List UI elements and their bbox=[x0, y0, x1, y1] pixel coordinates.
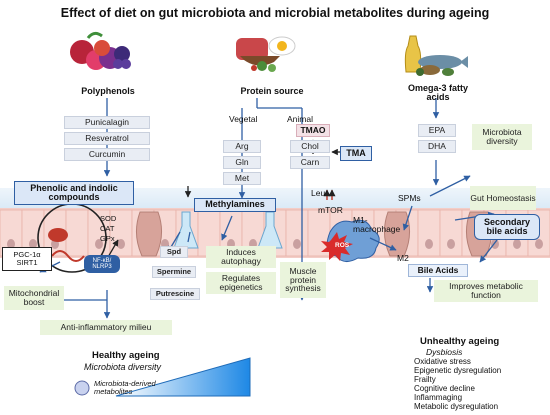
sirt-label: SIRT1 bbox=[16, 258, 38, 267]
metabolic-function-box: Improves metabolic function bbox=[434, 280, 538, 302]
methylamines-box: Methylamines bbox=[194, 198, 276, 212]
spd-box: Spd bbox=[160, 246, 188, 258]
unhealthy-item: Metabolic dysregulation bbox=[414, 402, 499, 411]
animal-label: Animal bbox=[287, 114, 313, 124]
vegetal-item: Met bbox=[223, 172, 261, 185]
unhealthy-item: Cognitive decline bbox=[414, 384, 475, 393]
m2-label: M2 bbox=[397, 253, 409, 263]
metabolite-gradient-triangle bbox=[115, 357, 251, 397]
phenolic-indolic-box: Phenolic and indolic compounds bbox=[14, 181, 134, 205]
animal-item: Chol bbox=[290, 140, 330, 153]
cat-label: CAT bbox=[100, 224, 115, 233]
omega3-heading: Omega-3 fatty acids bbox=[407, 83, 469, 103]
polyphenol-item: Punicalagin bbox=[64, 116, 150, 129]
diagram-title: Effect of diet on gut microbiota and mic… bbox=[60, 6, 490, 20]
spermine-box: Spermine bbox=[152, 266, 196, 278]
vegetal-label: Vegetal bbox=[229, 114, 258, 124]
tmao-box: TMAO bbox=[296, 124, 330, 137]
mtor-label: mTOR bbox=[318, 205, 343, 215]
ros-label: ROS bbox=[335, 242, 350, 249]
dna-icon bbox=[51, 250, 85, 262]
m1-macrophage-label: M1-macrophage bbox=[353, 215, 401, 235]
pgc-sirt-box: PGC-1α SIRT1 bbox=[2, 247, 52, 271]
putrescine-box: Putrescine bbox=[150, 288, 200, 300]
secondary-bile-acids-box: Secondary bile acids bbox=[474, 214, 540, 240]
nfkb-nlrp3-box: NF-κB/ NLRP3 bbox=[84, 255, 120, 273]
unhealthy-item: Frailty bbox=[414, 375, 436, 384]
gut-homeostasis-box: Gut Homeostasis bbox=[470, 186, 536, 210]
ros-burst-icon bbox=[321, 232, 353, 261]
omega3-foods-icon bbox=[404, 35, 468, 76]
polyphenol-fruits-icon bbox=[70, 31, 131, 70]
epithelium bbox=[0, 208, 550, 258]
metabolites-legend-label: Microbiota-derived metabolites bbox=[94, 379, 156, 397]
leu-label: Leu bbox=[311, 188, 326, 198]
unhealthy-item: Epigenetic dysregulation bbox=[414, 366, 502, 375]
unhealthy-ageing-sub: Dysbiosis bbox=[426, 347, 463, 357]
mitochondrial-boost-box: Mitochondrial boost bbox=[4, 286, 64, 310]
mitochondria-icon bbox=[48, 228, 68, 242]
regulates-epigenetics-box: Regulates epigenetics bbox=[206, 272, 276, 294]
unhealthy-item: Inflammaging bbox=[414, 393, 463, 402]
sod-label: SOD bbox=[100, 214, 117, 223]
spms-label: SPMs bbox=[398, 193, 421, 203]
polyphenol-item: Curcumin bbox=[64, 148, 150, 161]
polyphenols-heading: Polyphenols bbox=[81, 86, 135, 96]
metabolites-legend-icon bbox=[74, 380, 90, 396]
vegetal-item: Arg bbox=[223, 140, 261, 153]
anti-inflammatory-box: Anti-inflammatory milieu bbox=[40, 320, 172, 335]
pgc-label: PGC-1α bbox=[13, 250, 41, 260]
healthy-ageing-title: Healthy ageing bbox=[92, 350, 160, 361]
polyphenol-item: Resveratrol bbox=[64, 132, 150, 145]
tma-box: TMA bbox=[340, 146, 372, 161]
omega3-item: DHA bbox=[418, 140, 456, 153]
unhealthy-item: Oxidative stress bbox=[414, 357, 471, 366]
unhealthy-ageing-title: Unhealthy ageing bbox=[420, 336, 500, 347]
omega3-item: EPA bbox=[418, 124, 456, 137]
animal-item: Carn bbox=[290, 156, 330, 169]
healthy-ageing-sub: Microbiota diversity bbox=[84, 362, 162, 372]
protein-heading: Protein source bbox=[240, 86, 304, 96]
muscle-synthesis-box: Muscle protein synthesis bbox=[280, 262, 326, 298]
gpx-label: GPx bbox=[100, 234, 115, 243]
bile-acids-box: Bile Acids bbox=[408, 264, 468, 277]
induces-autophagy-box: Induces autophagy bbox=[206, 246, 276, 268]
protein-foods-icon bbox=[236, 36, 296, 72]
microbiota-diversity-box: Microbiota diversity bbox=[472, 124, 532, 150]
vegetal-item: Gln bbox=[223, 156, 261, 169]
